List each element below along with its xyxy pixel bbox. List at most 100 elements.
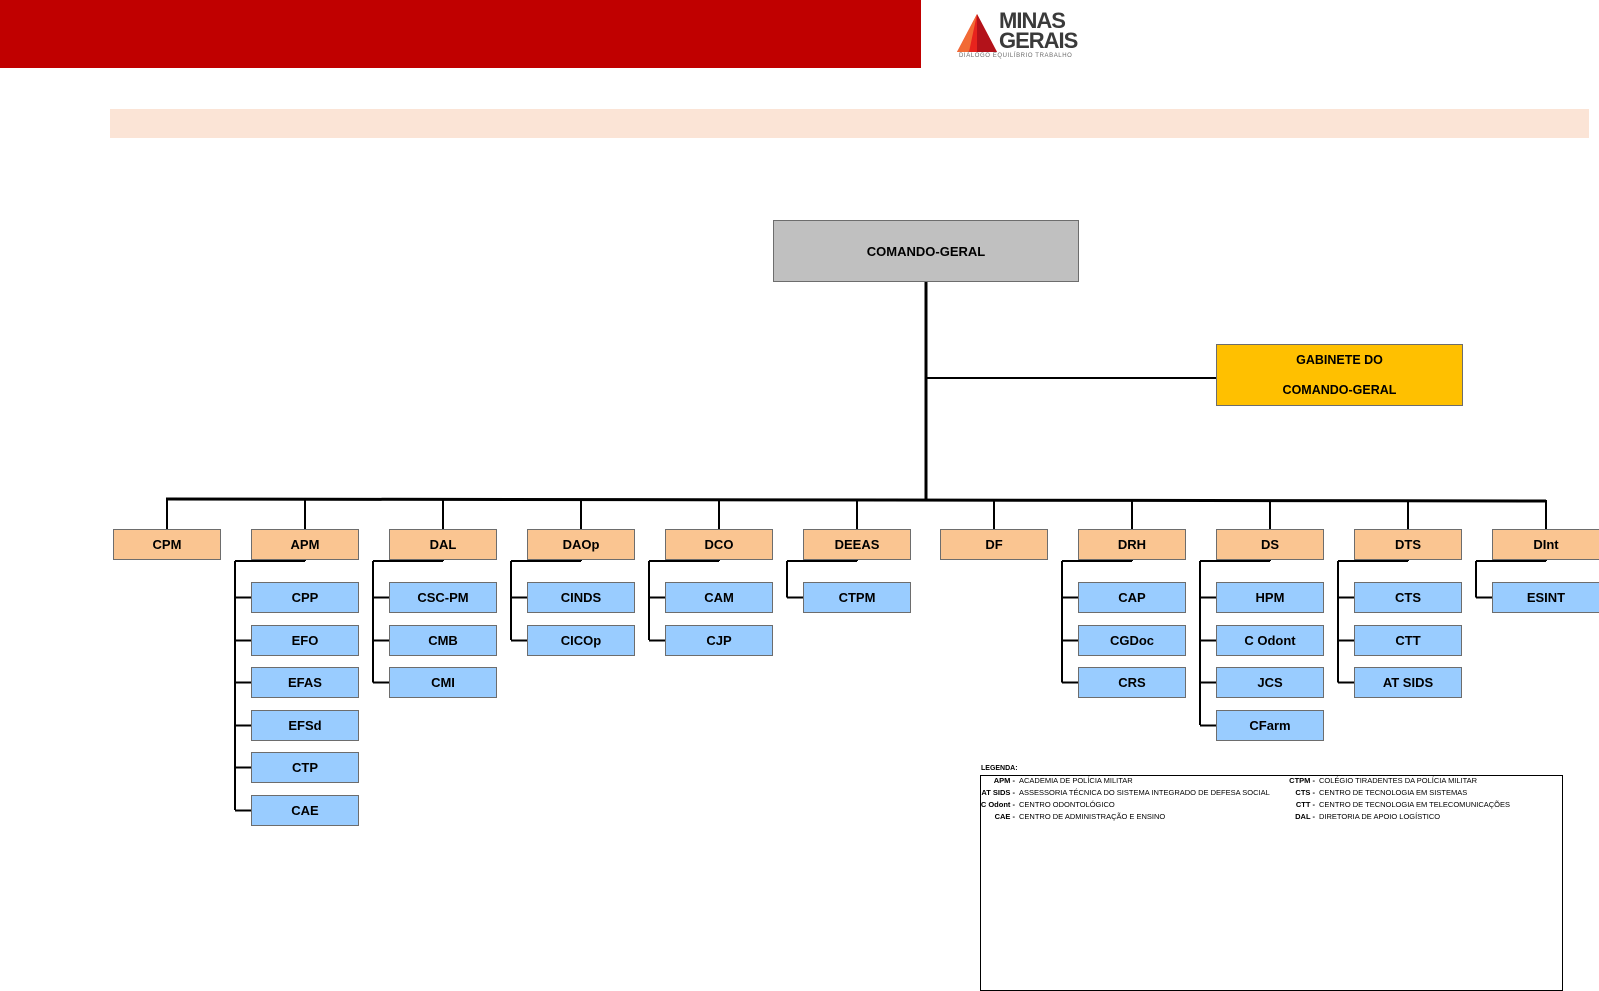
unit-box-csc-pm: CSC-PM [389,582,497,613]
directorate-box-df: DF [940,529,1048,560]
unit-label: CTP [292,760,318,775]
directorate-box-daop: DAOp [527,529,635,560]
legend-definition: ACADEMIA DE POLÍCIA MILITAR [1019,776,1133,785]
legend-title: LEGENDA: [981,765,1018,772]
unit-label: ESINT [1526,590,1566,605]
legend-definition: COLÉGIO TIRADENTES DA POLÍCIA MILITAR [1319,776,1478,785]
unit-box-cicop: CICOp [527,625,635,656]
directorate-box-dts: DTS [1354,529,1462,560]
unit-label: CFarm [1249,718,1291,733]
directorate-label: DS [1260,537,1280,552]
directorate-box-drh: DRH [1078,529,1186,560]
unit-box-efsd: EFSd [251,710,359,741]
legend-abbr: AT SIDS - [981,788,1015,797]
unit-box-cam: CAM [665,582,773,613]
gabinete-box: GABINETE DO COMANDO-GERAL [1216,344,1463,406]
legend-abbr: CTT - [1295,800,1315,809]
legend-definition: CENTRO DE TECNOLOGIA EM TELECOMUNICAÇÕES [1319,800,1511,809]
directorate-label: DAOp [562,537,600,552]
unit-box-cmb: CMB [389,625,497,656]
unit-label: JCS [1257,675,1283,690]
directorate-label: CPM [152,537,182,552]
unit-label: HPM [1255,590,1285,605]
unit-box-efas: EFAS [251,667,359,698]
unit-box-cjp: CJP [665,625,773,656]
directorate-box-ds: DS [1216,529,1324,560]
legend-abbr: APM - [993,776,1015,785]
gabinete-label-line1: GABINETE DO [1296,353,1383,367]
unit-box-cgdoc: CGDoc [1078,625,1186,656]
directorate-label: DTS [1395,537,1421,552]
logo-text-line2: GERAIS [999,28,1078,53]
directorate-label: DF [985,537,1003,552]
unit-box-cpp: CPP [251,582,359,613]
directorate-box-deeas: DEEAS [803,529,911,560]
unit-label: EFAS [288,675,322,690]
unit-box-cts: CTS [1354,582,1462,613]
directorate-box-dal: DAL [389,529,497,560]
unit-box-at-sids: AT SIDS [1354,667,1462,698]
unit-box-cae: CAE [251,795,359,826]
unit-box-cfarm: CFarm [1216,710,1324,741]
unit-label: CGDoc [1109,633,1155,648]
directorate-label: APM [290,537,320,552]
unit-box-jcs: JCS [1216,667,1324,698]
comando-geral-box: COMANDO-GERAL [773,220,1079,282]
unit-box-ctt: CTT [1354,625,1462,656]
legend-abbr: CAE - [994,812,1015,821]
legend-abbr: CTS - [1295,788,1315,797]
unit-label: EFSd [288,718,322,733]
legend-abbr: DAL - [1295,812,1315,821]
unit-label: CJP [706,633,732,648]
legend-definition: ASSESSORIA TÉCNICA DO SISTEMA INTEGRADO … [1019,788,1270,797]
unit-box-hpm: HPM [1216,582,1324,613]
gabinete-label-line2: COMANDO-GERAL [1282,383,1397,397]
legend-abbr: C Odont - [980,800,1015,809]
unit-box-cmi: CMI [389,667,497,698]
legend-definition: CENTRO ODONTOLÓGICO [1019,800,1115,809]
legend-definition: CENTRO DE ADMINISTRAÇÃO E ENSINO [1019,812,1166,821]
directorate-box-dint: DInt [1492,529,1599,560]
unit-box-cap: CAP [1078,582,1186,613]
logo-text-line1: MINAS [999,8,1066,33]
directorate-box-dco: DCO [665,529,773,560]
comando-geral-label: COMANDO-GERAL [866,243,986,259]
legend-definition: CENTRO DE TECNOLOGIA EM SISTEMAS [1319,788,1468,797]
unit-label: CAM [704,590,734,605]
legend-abbr: CTPM - [1289,776,1315,785]
unit-box-c-odont: C Odont [1216,625,1324,656]
unit-box-ctp: CTP [251,752,359,783]
unit-label: CTT [1395,633,1421,648]
unit-box-ctpm: CTPM [803,582,911,613]
title-band [110,109,1589,138]
directorate-label: DAL [429,537,457,552]
logo-tagline: DIÁLOGO EQUILÍBRIO TRABALHO [959,53,1073,59]
directorate-box-cpm: CPM [113,529,221,560]
legend-definition: DIRETORIA DE APOIO LOGÍSTICO [1319,812,1441,821]
unit-box-cinds: CINDS [527,582,635,613]
directorate-label: DCO [704,537,734,552]
unit-label: CMI [431,675,455,690]
unit-label: AT SIDS [1382,675,1434,690]
directorate-label: DInt [1533,537,1559,552]
unit-label: CAP [1118,590,1146,605]
unit-label: EFO [291,633,319,648]
unit-label: CSC-PM [417,590,469,605]
unit-label: CICOp [560,633,602,648]
directorate-label: DEEAS [834,537,880,552]
directorate-label: DRH [1117,537,1147,552]
minas-gerais-logo: MINAS GERAIS DIÁLOGO EQUILÍBRIO TRABALHO [955,10,1085,64]
unit-label: CAE [291,803,319,818]
unit-label: CMB [428,633,458,648]
unit-label: CTPM [838,590,876,605]
header-bar [0,0,921,68]
unit-box-esint: ESINT [1492,582,1599,613]
unit-box-efo: EFO [251,625,359,656]
unit-box-crs: CRS [1078,667,1186,698]
unit-label: CTS [1395,590,1421,605]
logo-triangle-icon [957,14,997,52]
unit-label: CPP [291,590,319,605]
unit-label: CRS [1118,675,1146,690]
unit-label: C Odont [1244,633,1296,648]
